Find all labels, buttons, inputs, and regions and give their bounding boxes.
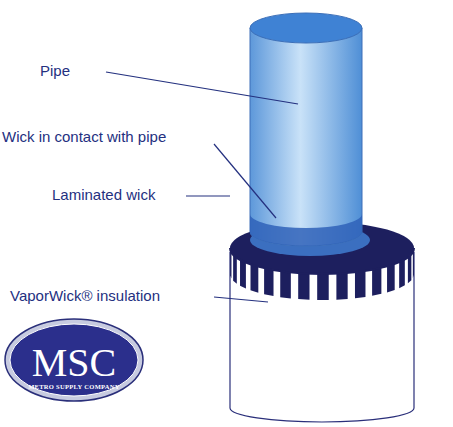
wick-tooth bbox=[372, 268, 381, 296]
wick-tooth bbox=[298, 273, 309, 300]
wick-tooth bbox=[336, 273, 347, 300]
part-label: Pipe bbox=[40, 62, 70, 79]
leader-line bbox=[106, 72, 298, 104]
wick-tooth bbox=[355, 271, 366, 298]
wick-tooth bbox=[251, 264, 259, 292]
wick-tooth bbox=[264, 268, 273, 296]
insulation bbox=[230, 252, 414, 422]
wick-contact bbox=[250, 214, 362, 246]
wick-tooth bbox=[233, 255, 237, 284]
wick-edge bbox=[230, 248, 414, 274]
wick-tooth bbox=[387, 264, 395, 292]
part-label: Laminated wick bbox=[52, 186, 155, 203]
logo-name: METRO SUPPLY COMPANY bbox=[4, 384, 144, 391]
leader-line bbox=[186, 195, 230, 196]
logo-badge: MSCMETRO SUPPLY COMPANY bbox=[4, 318, 144, 402]
part-label: Wick in contact with pipe bbox=[2, 128, 166, 145]
logo-mark: MSC bbox=[4, 342, 144, 384]
wick-tooth bbox=[317, 274, 329, 300]
leader-line bbox=[214, 297, 268, 302]
wick-tooth bbox=[280, 271, 291, 298]
wick-tooth bbox=[399, 259, 405, 288]
leader-line bbox=[214, 144, 276, 218]
part-label: VaporWick® insulation bbox=[10, 287, 160, 304]
wick-tooth bbox=[240, 260, 246, 289]
pipe bbox=[250, 13, 362, 246]
wick-tooth bbox=[408, 254, 411, 283]
